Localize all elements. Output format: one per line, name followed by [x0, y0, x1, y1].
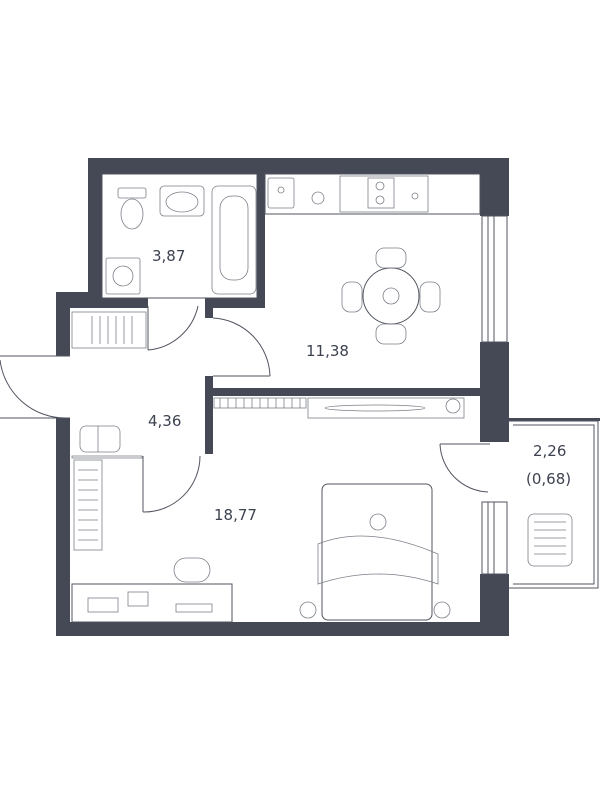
balcony-sub-area-label: (0,68)	[526, 470, 571, 488]
hallway-furniture	[71, 311, 147, 551]
hallway-area-label: 4,36	[148, 412, 181, 430]
bathroom-area-label: 3,87	[152, 247, 185, 265]
living-fixtures	[71, 397, 465, 623]
bathroom-fixtures	[101, 173, 258, 299]
walls	[56, 158, 600, 636]
balcony-furniture	[527, 513, 573, 567]
balcony-area-label: 2,26	[533, 442, 566, 460]
doors	[0, 305, 490, 513]
windows	[481, 215, 508, 575]
living-room-area-label: 18,77	[214, 506, 257, 524]
kitchen-fixtures	[264, 173, 481, 345]
balcony	[509, 420, 599, 589]
kitchen-area-label: 11,38	[306, 342, 349, 360]
